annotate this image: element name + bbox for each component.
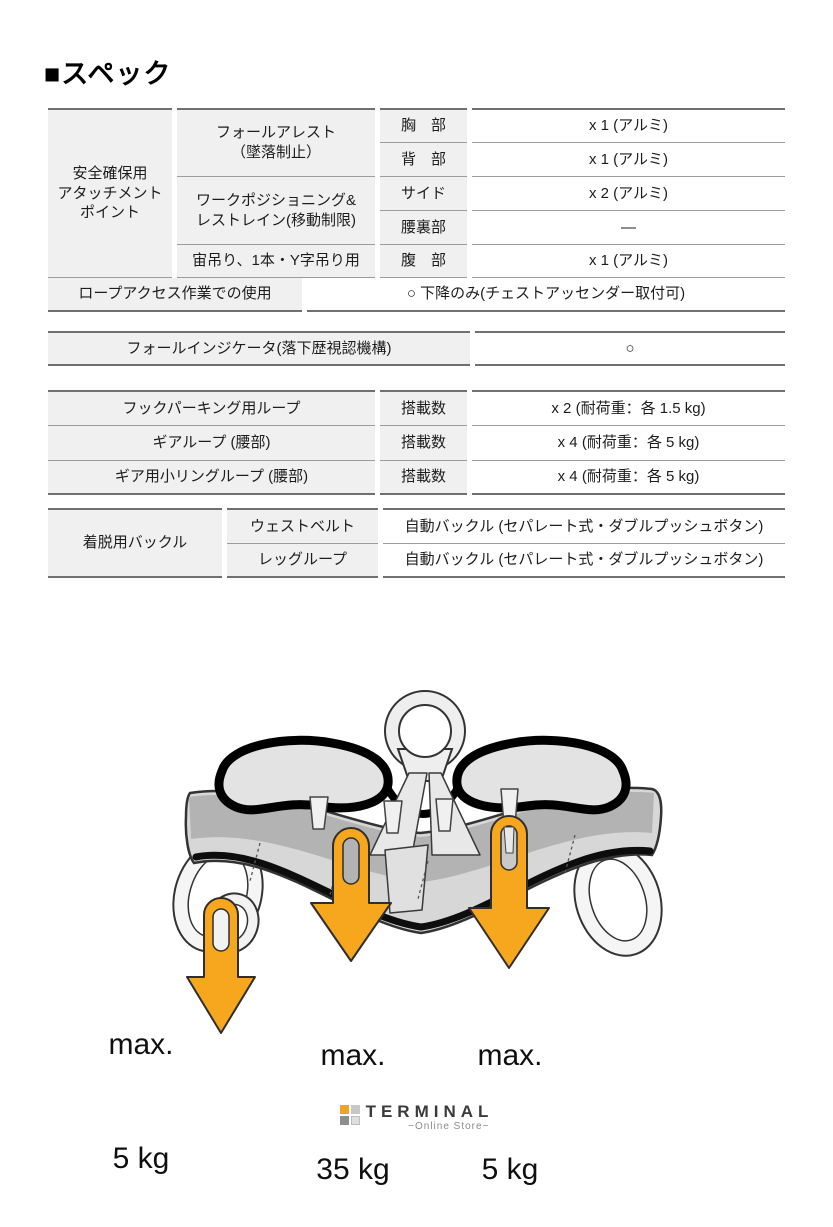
belt-webbing-stripe xyxy=(189,791,654,882)
buckle-table: 着脱用バックル ウェストベルト 自動バックル (セパレート式・ダブルプッシュボタ… xyxy=(48,508,785,578)
max-load-label-left: max. 5 kg xyxy=(81,950,201,1216)
cell-type-work-positioning: ワークポジショニング& レストレイン(移動制限) xyxy=(177,176,375,244)
max-load-line2: 5 kg xyxy=(481,1153,539,1186)
rope-access-row: ロープアクセス作業での使用 ○ 下降のみ(チェストアッセンダー取付可) xyxy=(48,278,785,312)
max-load-line1: max. xyxy=(108,1028,174,1061)
brand-name: TERMINAL xyxy=(365,1102,494,1121)
logo-square-orange xyxy=(339,1105,349,1114)
max-load-line1: max. xyxy=(477,1039,543,1072)
logo-square-grey-light xyxy=(350,1105,360,1114)
cell-part-side: サイド xyxy=(380,176,467,210)
cell-hook-parking-value: x 2 (耐荷重：各 1.5 kg) xyxy=(472,390,785,425)
cell-leg-loop-label: レッグループ xyxy=(227,543,378,578)
cell-part-chest: 胸 部 xyxy=(380,108,467,142)
cell-waist-belt-label: ウェストベルト xyxy=(227,508,378,543)
cell-attachment-group-label: 安全確保用 アタッチメント ポイント xyxy=(48,108,172,278)
max-load-label-middle: max. 35 kg xyxy=(291,961,415,1227)
cell-fall-indicator-value: ○ xyxy=(475,331,785,366)
max-load-line1: max. xyxy=(320,1039,386,1072)
cell-value-back: x 1 (アルミ) xyxy=(472,142,785,176)
cell-gear-loop-count: 搭載数 xyxy=(380,425,467,460)
attachment-points-table: 安全確保用 アタッチメント ポイント フォールアレスト （墜落制止） ワークポジ… xyxy=(48,108,785,278)
right-pad xyxy=(452,735,631,815)
fall-indicator-row: フォールインジケータ(落下歴視認機構) ○ xyxy=(48,331,785,366)
cell-gear-loop-label: ギアループ (腰部) xyxy=(48,425,375,460)
cell-type-fall-arrest: フォールアレスト （墜落制止） xyxy=(177,108,375,176)
cell-fall-indicator-label: フォールインジケータ(落下歴視認機構) xyxy=(48,331,470,366)
cell-value-belly: x 1 (アルミ) xyxy=(472,244,785,278)
belt-bottom-edge xyxy=(192,846,654,931)
cell-buckle-group-label: 着脱用バックル xyxy=(48,508,222,578)
cell-part-back: 背 部 xyxy=(380,142,467,176)
logo-mark-icon xyxy=(339,1105,360,1125)
cell-value-side: x 2 (アルミ) xyxy=(472,176,785,210)
cell-value-rear-waist: — xyxy=(472,210,785,244)
cell-small-ring-loop-label: ギア用小リングループ (腰部) xyxy=(48,460,375,495)
cell-small-ring-loop-count: 搭載数 xyxy=(380,460,467,495)
page-title: ■スペック xyxy=(44,59,172,89)
loops-table: フックパーキング用ループ 搭載数 x 2 (耐荷重：各 1.5 kg) ギアルー… xyxy=(48,390,785,495)
cell-part-rear-waist: 腰裏部 xyxy=(380,210,467,244)
cell-type-suspension: 宙吊り、1本・Y字吊り用 xyxy=(177,244,375,278)
max-load-line2: 5 kg xyxy=(112,1142,170,1175)
load-arrow-left xyxy=(186,897,256,1034)
left-pad xyxy=(214,735,393,815)
cell-waist-belt-value: 自動バックル (セパレート式・ダブルプッシュボタン) xyxy=(383,508,785,543)
ventral-loop xyxy=(384,690,466,782)
harness-illustration xyxy=(172,690,663,1034)
brand-subtitle: −Online Store− xyxy=(408,1121,490,1132)
footer-logo: TERMINAL −Online Store− xyxy=(0,1102,833,1132)
load-arrow-middle xyxy=(310,827,392,962)
cell-value-chest: x 1 (アルミ) xyxy=(472,108,785,142)
cell-small-ring-loop-value: x 4 (耐荷重：各 5 kg) xyxy=(472,460,785,495)
cell-gear-loop-value: x 4 (耐荷重：各 5 kg) xyxy=(472,425,785,460)
max-load-label-right: max. 5 kg xyxy=(448,961,572,1227)
cell-leg-loop-value: 自動バックル (セパレート式・ダブルプッシュボタン) xyxy=(383,543,785,578)
max-load-line2: 35 kg xyxy=(316,1153,390,1186)
logo-square-outline xyxy=(350,1116,360,1125)
cell-hook-parking-count: 搭載数 xyxy=(380,390,467,425)
harness-diagram xyxy=(160,685,680,1045)
load-arrow-right xyxy=(468,815,550,969)
cell-rope-access-value: ○ 下降のみ(チェストアッセンダー取付可) xyxy=(307,278,785,312)
cell-part-belly: 腹 部 xyxy=(380,244,467,278)
logo-square-grey-dark xyxy=(339,1116,349,1125)
cell-hook-parking-label: フックパーキング用ループ xyxy=(48,390,375,425)
logo-text: TERMINAL −Online Store− xyxy=(366,1102,494,1132)
right-gear-ring xyxy=(573,843,663,957)
cell-rope-access-label: ロープアクセス作業での使用 xyxy=(48,278,302,312)
